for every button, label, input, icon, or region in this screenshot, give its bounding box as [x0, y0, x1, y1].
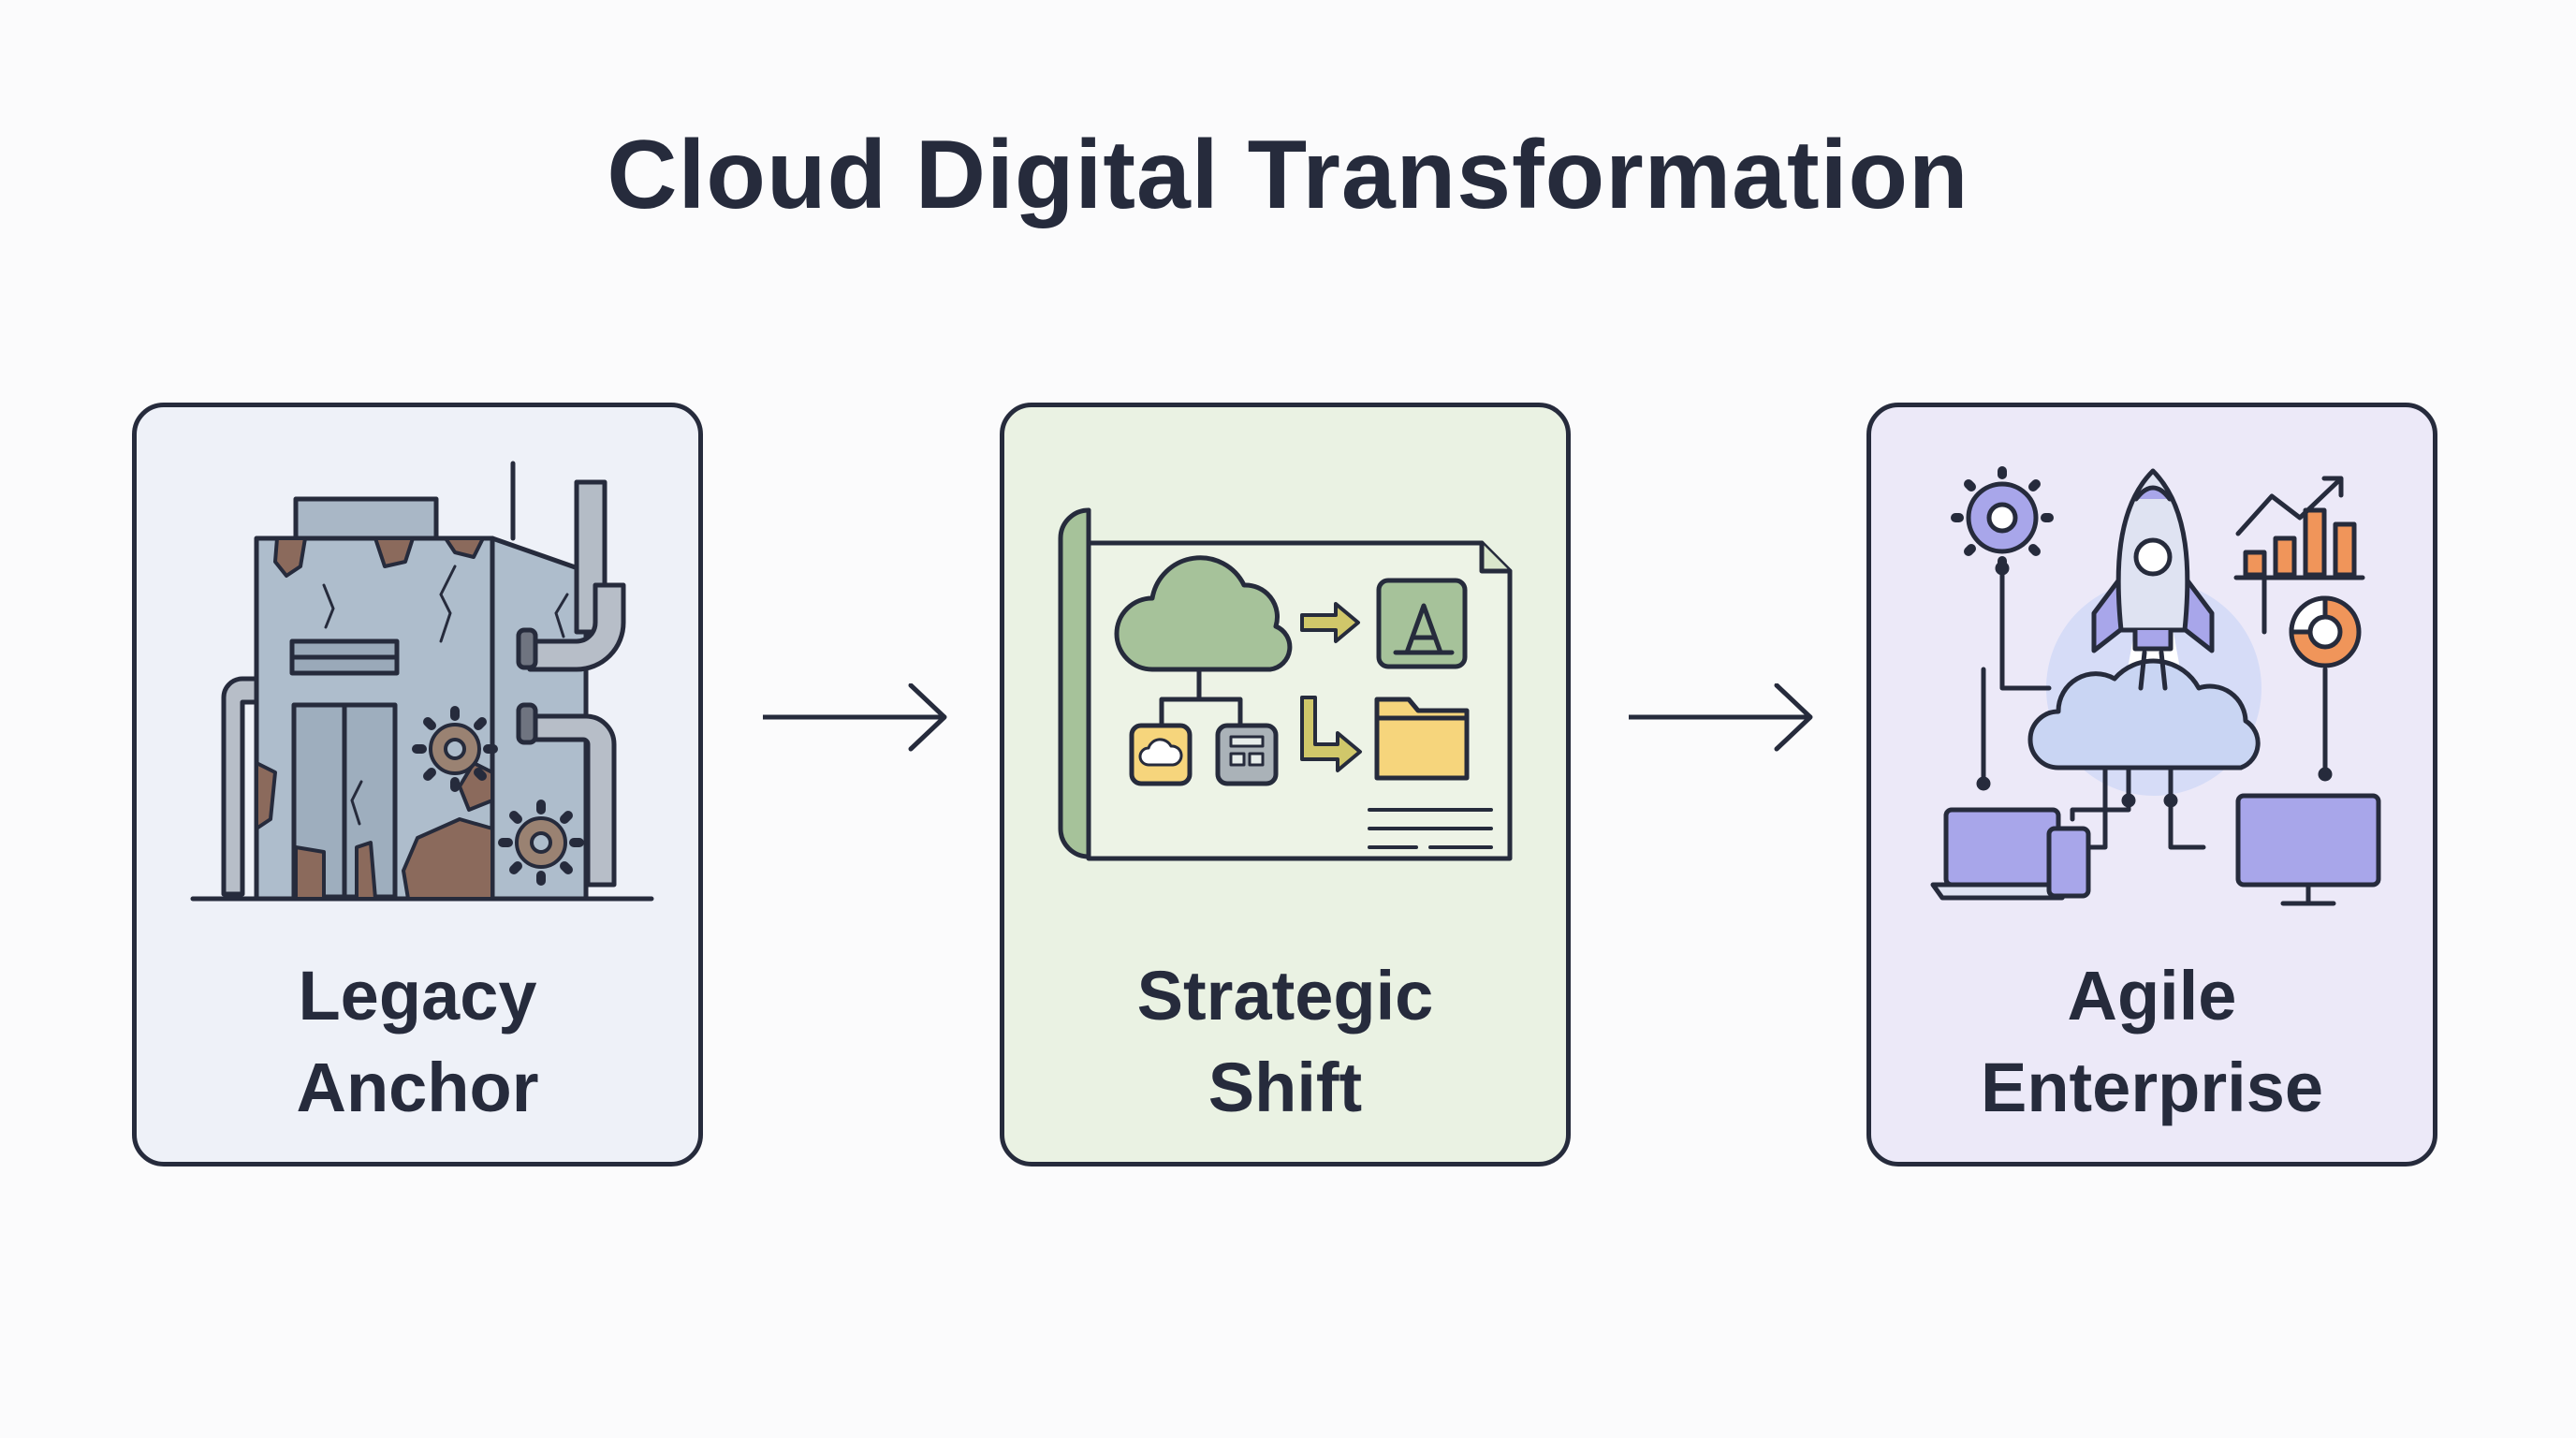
stage-label-line1: Agile	[2067, 957, 2237, 1034]
stage-label-line2: Shift	[1208, 1049, 1363, 1126]
page-title: Cloud Digital Transformation	[607, 121, 1969, 229]
arrow-right-icon	[1629, 683, 1813, 752]
stage-label-strategic-shift: Strategic Shift	[1004, 950, 1566, 1134]
stage-label-line1: Legacy	[298, 957, 537, 1034]
migration-blueprint-icon	[1058, 507, 1513, 861]
stage-card-legacy-anchor: Legacy Anchor	[132, 403, 703, 1167]
stage-label-line2: Anchor	[296, 1049, 539, 1126]
stage-label-line1: Strategic	[1136, 957, 1434, 1034]
stage-label-agile-enterprise: Agile Enterprise	[1871, 950, 2433, 1134]
stage-card-strategic-shift: Strategic Shift	[1000, 403, 1571, 1167]
rocket-cloud-network-icon	[1930, 466, 2381, 906]
arrow-right-icon	[763, 683, 947, 752]
rusty-legacy-machine-icon	[190, 461, 654, 902]
stage-card-agile-enterprise: Agile Enterprise	[1866, 403, 2437, 1167]
stage-label-legacy-anchor: Legacy Anchor	[137, 950, 698, 1134]
stage-label-line2: Enterprise	[1980, 1049, 2324, 1126]
